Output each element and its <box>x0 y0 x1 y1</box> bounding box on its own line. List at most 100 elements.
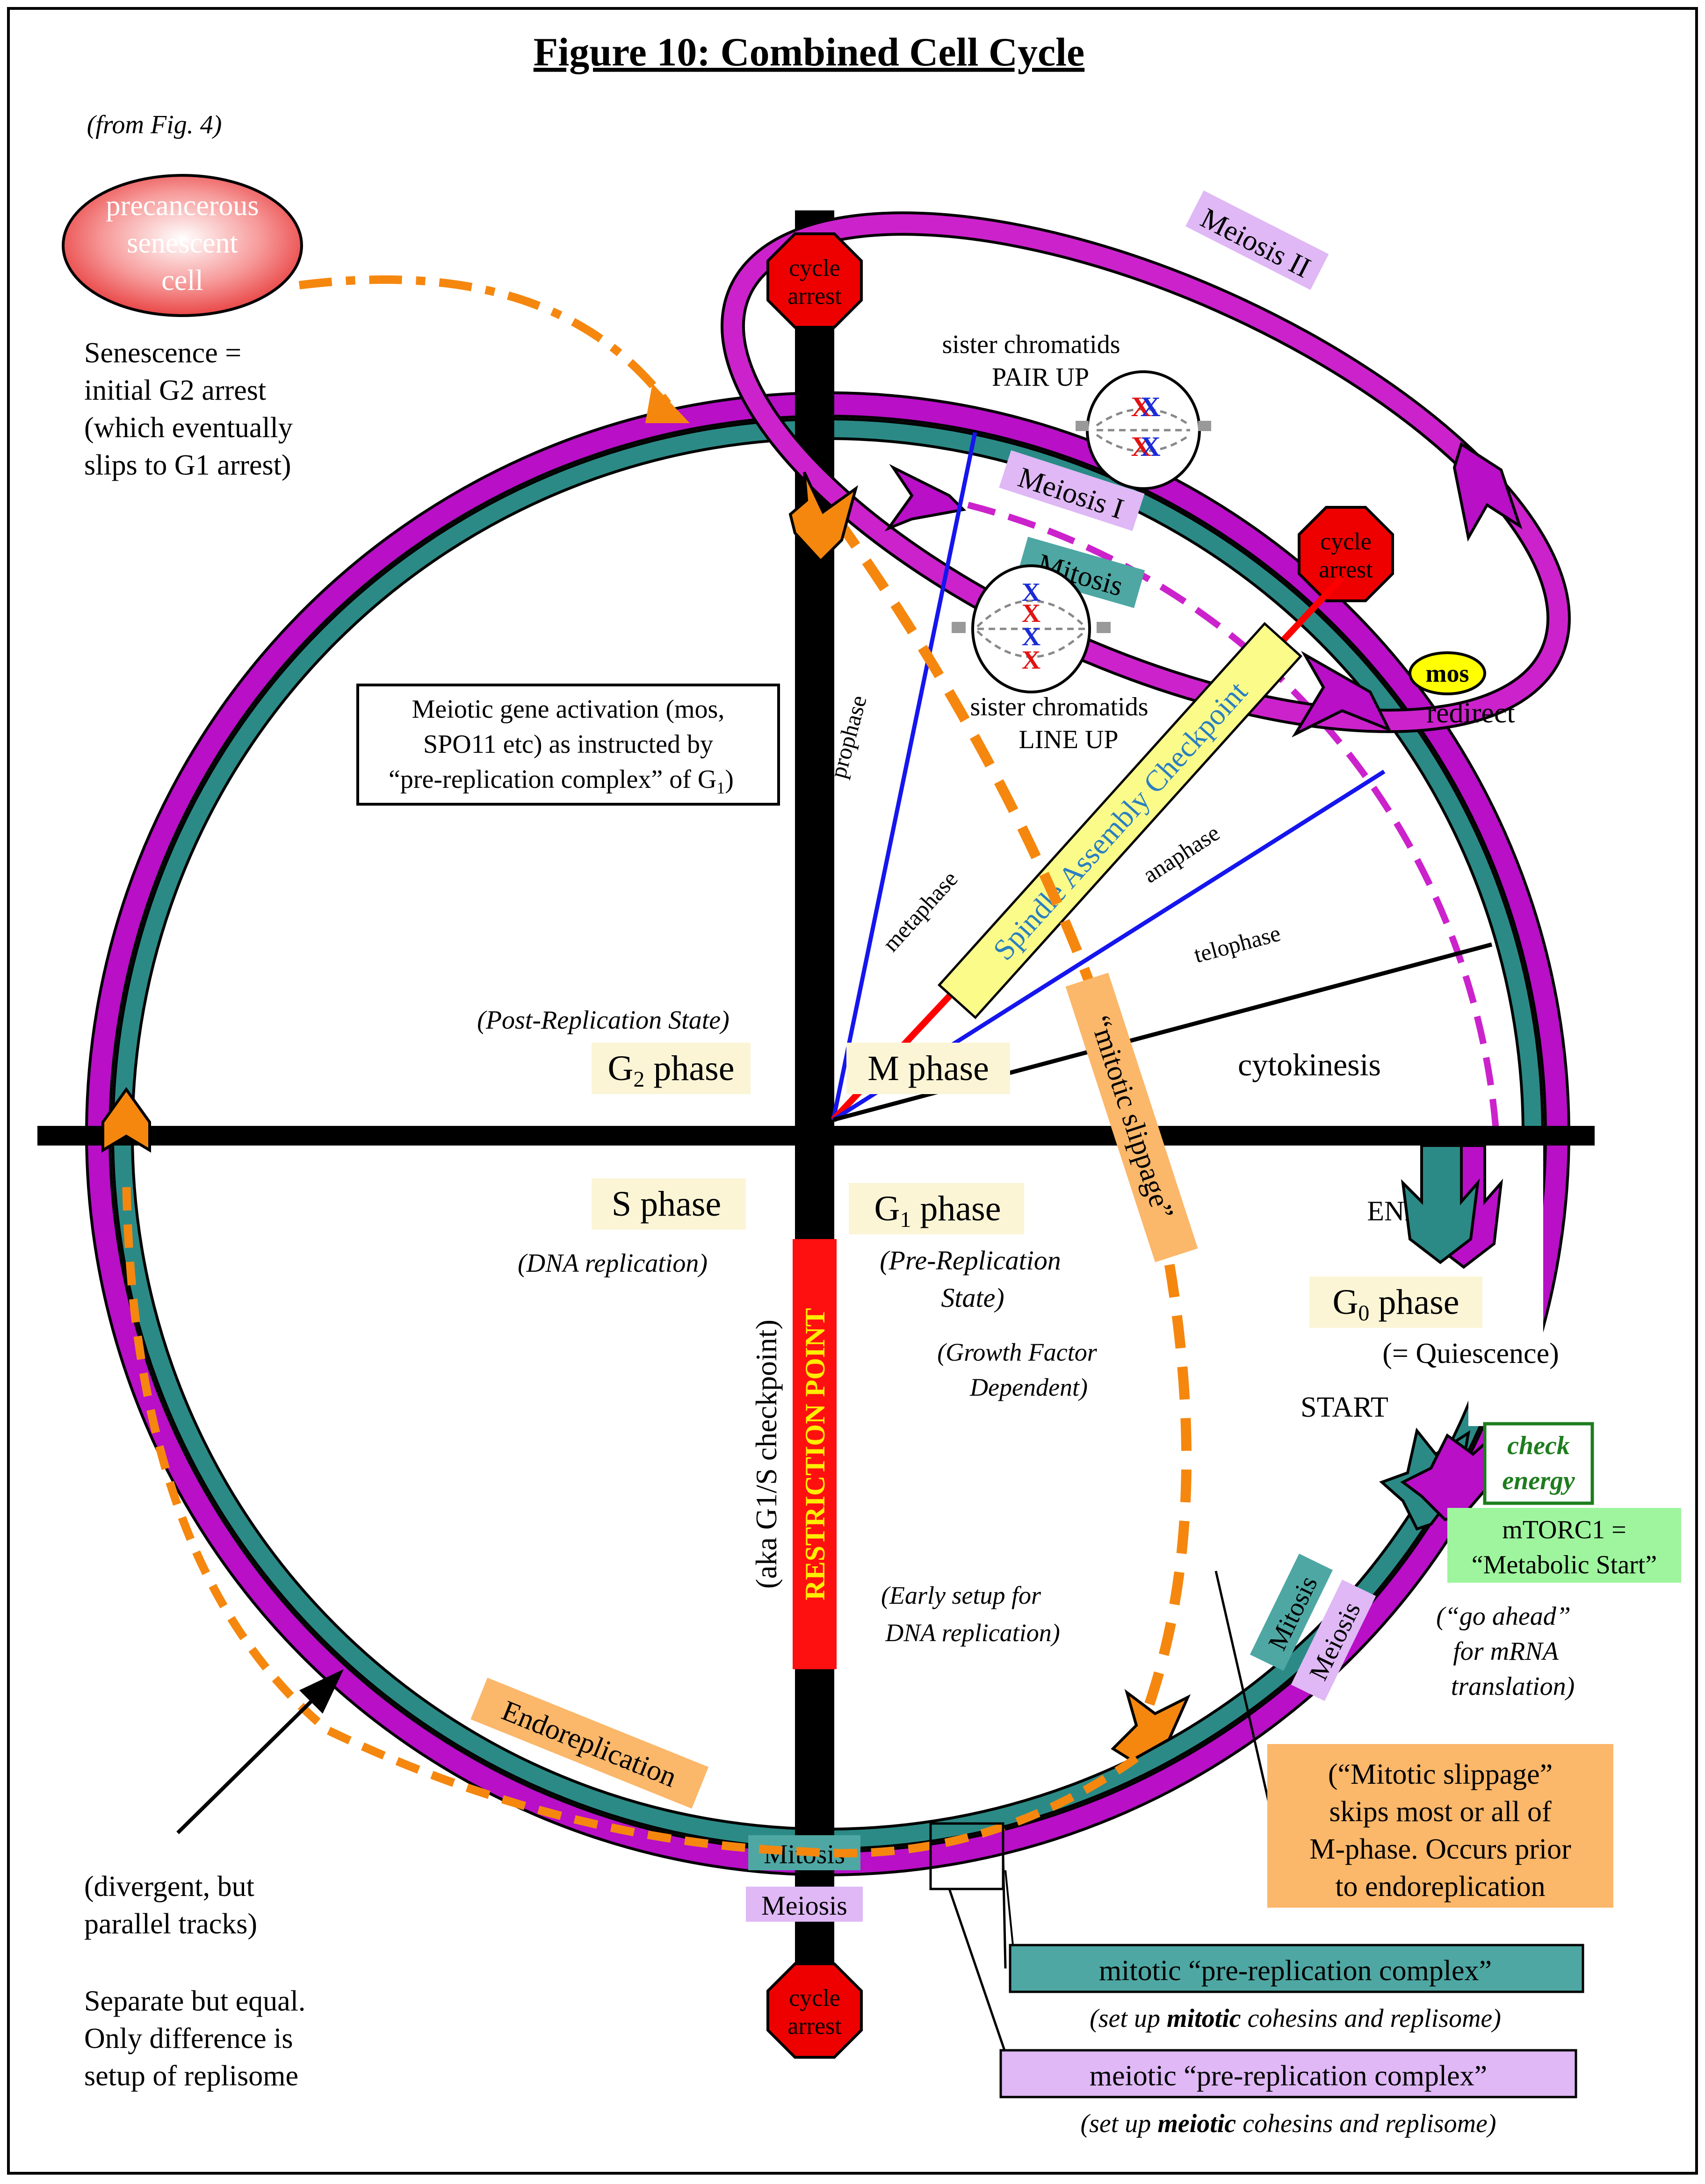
slippage-box-line4: to endoreplication <box>1335 1871 1545 1903</box>
meiotic-prc-note: (set up meiotic cohesins and replisome) <box>1080 2109 1496 2138</box>
mitotic-prc-note: (set up mitotic cohesins and replisome) <box>1090 2004 1501 2033</box>
prc-pointer-mitotic <box>1002 1856 1007 1969</box>
meiotic-prc-box <box>999 2049 1577 2098</box>
g2-label-bg <box>592 1043 751 1094</box>
mitotic-prc-box <box>1009 1944 1584 1993</box>
go-ahead-line3: translation) <box>1451 1672 1575 1701</box>
pair-up-line1: sister chromatids <box>942 330 1120 359</box>
svg-text:cycle: cycle <box>789 255 840 281</box>
meiotic-activation-line1: Meiotic gene activation (mos, <box>412 695 725 724</box>
slippage-box-line2: skips most or all of <box>1329 1796 1552 1828</box>
track-meiosis-bottom-bg <box>746 1887 863 1922</box>
meiosis-loop-chevron-right <box>1452 442 1523 542</box>
meiotic-prc-label: meiotic “pre-replication complex” <box>1090 2060 1487 2092</box>
g1-note-line1: (Pre-Replication <box>880 1245 1061 1276</box>
g1-growth-line2: Dependent) <box>969 1373 1088 1401</box>
g1-early-line1: (Early setup for <box>881 1581 1041 1609</box>
mos-badge <box>1409 651 1486 695</box>
g2-phase-label: G2 phase <box>608 1049 735 1092</box>
senescence-arrow <box>298 275 677 414</box>
slippage-chevron-bottom <box>1111 1689 1191 1762</box>
meiosis-loop-chevron-lower <box>1292 650 1392 738</box>
stage-cytokinesis: cytokinesis <box>1238 1047 1381 1082</box>
mtorc1-box <box>1447 1508 1681 1583</box>
divergent-line1: (divergent, but <box>84 1871 254 1903</box>
track-meiosis-bottom: Meiosis <box>761 1890 847 1921</box>
meiotic-activation-line2: SPO11 etc) as instructed by <box>423 730 713 759</box>
endoreplication-chevron <box>101 1087 151 1153</box>
aka-checkpoint-label: (aka G1/S checkpoint) <box>750 1319 783 1589</box>
mtorc1-line1: mTORC1 = <box>1502 1515 1626 1544</box>
cycle-arrest-stop-bottom: cycle arrest <box>766 1962 863 2059</box>
s-note: (DNA replication) <box>518 1249 708 1278</box>
cell-line-up: X X X X <box>952 564 1111 693</box>
g1-label-bg <box>849 1183 1024 1234</box>
senescence-line1: Senescence = <box>84 337 241 369</box>
go-ahead-line2: for mRNA <box>1453 1637 1559 1666</box>
restriction-point-bar <box>793 1239 837 1669</box>
g1-note-line2: State) <box>941 1283 1004 1313</box>
g0-label-bg <box>1309 1276 1482 1328</box>
separate-line3: setup of replisome <box>84 2060 298 2092</box>
line-up-line2: LINE UP <box>1019 725 1118 754</box>
senescence-arrow-head <box>645 383 690 423</box>
stage-anaphase: anaphase <box>1138 819 1224 888</box>
senescence-line3: (which eventually <box>84 412 293 444</box>
meiosis-ii-label: Meiosis II <box>1185 190 1329 290</box>
parallel-tracks-arrow <box>176 1682 331 1834</box>
g0-phase-label: G0 phase <box>1333 1283 1459 1326</box>
meiotic-activation-line3: “pre-replication complex” of G1) <box>389 765 734 797</box>
svg-text:X: X <box>1140 391 1160 422</box>
slippage-box-line1: (“Mitotic slippage” <box>1328 1759 1553 1790</box>
svg-text:arrest: arrest <box>1319 556 1373 583</box>
meiosis-track-chevron-top <box>884 464 967 532</box>
precancerous-cell <box>62 174 303 317</box>
svg-text:“mitotic slippage”: “mitotic slippage” <box>1084 1012 1180 1223</box>
svg-text:X: X <box>1022 646 1040 675</box>
restriction-point-label: RESTRICTION POINT <box>800 1308 831 1600</box>
line-up-line1: sister chromatids <box>970 692 1148 721</box>
g1-early-line2: DNA replication) <box>885 1619 1060 1647</box>
mos-label: mos <box>1426 659 1469 687</box>
parallel-tracks-arrowhead <box>299 1669 344 1714</box>
separate-line1: Separate but equal. <box>84 1985 305 2017</box>
precancer-line1: precancerous <box>106 190 259 222</box>
stage-telophase: telophase <box>1191 920 1283 968</box>
precancer-line2: senescent <box>127 227 238 259</box>
divergent-line2: parallel tracks) <box>84 1908 257 1940</box>
svg-text:arrest: arrest <box>787 2013 842 2040</box>
check-energy-line1: check <box>1507 1431 1570 1460</box>
prc-pointer-meiotic <box>948 1888 1011 2067</box>
endoreplication-path <box>122 1173 1139 1858</box>
svg-text:arrest: arrest <box>787 283 842 310</box>
svg-text:X: X <box>1140 431 1160 462</box>
redirect-label: redirect <box>1426 697 1515 729</box>
cycle-arrest-stop-top: cycle arrest <box>766 232 863 329</box>
spindle-assembly-checkpoint: Spindle Assembly Checkpoint <box>937 622 1303 1019</box>
svg-text:X: X <box>1022 622 1040 651</box>
g2-note: (Post-Replication State) <box>477 1006 730 1035</box>
svg-text:X: X <box>1131 431 1151 462</box>
g0-note: (= Quiescence) <box>1382 1338 1559 1370</box>
figure-frame <box>7 7 1698 2175</box>
svg-text:X: X <box>1022 599 1040 628</box>
senescence-line4: slips to G1 arrest) <box>84 449 291 481</box>
cycle-arrest-stop-right: cycle arrest <box>1298 506 1394 602</box>
mitotic-slippage-label: “mitotic slippage” <box>1065 973 1198 1262</box>
meiotic-activation-box <box>356 684 780 806</box>
slippage-chevron-top <box>788 471 859 563</box>
meiosis-dashed-path <box>967 502 1500 1137</box>
senescence-line2: initial G2 arrest <box>84 375 266 406</box>
svg-text:X: X <box>1022 578 1040 607</box>
figure-title: Figure 10: Combined Cell Cycle <box>534 29 1084 74</box>
cell-pair-up: X X X X <box>1076 370 1211 490</box>
separate-line2: Only difference is <box>84 2023 293 2054</box>
slippage-box <box>1267 1744 1613 1908</box>
svg-text:cycle: cycle <box>789 1985 840 2011</box>
svg-text:X: X <box>1131 391 1151 422</box>
pair-up-line2: PAIR UP <box>992 363 1089 392</box>
m-label-bg <box>846 1043 1010 1094</box>
check-energy-box <box>1483 1422 1594 1505</box>
